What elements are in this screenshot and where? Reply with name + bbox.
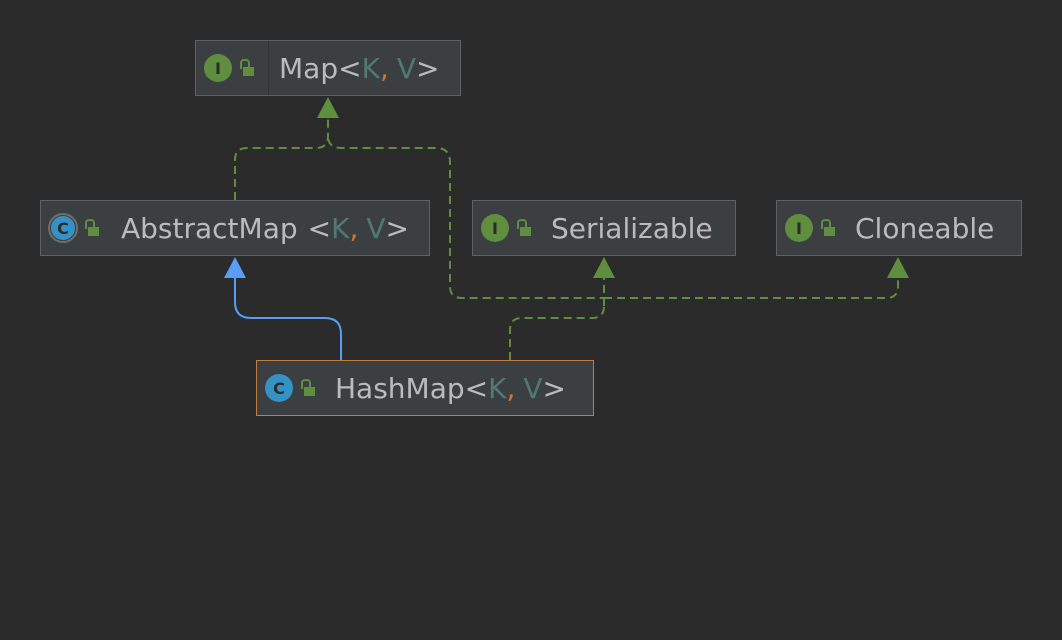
arrowhead-abstractmap (224, 257, 246, 278)
type-param-v: V (396, 51, 416, 85)
type-close-bracket: > (385, 211, 410, 245)
node-name: Map (279, 51, 339, 85)
public-lock-icon (301, 379, 315, 397)
public-lock-icon (85, 219, 99, 237)
edge-abstractmap-map (234, 118, 329, 200)
node-cloneable[interactable]: I Cloneable (776, 200, 1022, 256)
abstract-class-icon: C (48, 213, 78, 243)
arrowhead-serializable (593, 257, 615, 278)
public-lock-icon (240, 59, 254, 77)
type-param-comma: , (349, 211, 359, 245)
type-param-v: V (366, 211, 386, 245)
edge-hashmap-cloneable (604, 278, 899, 299)
type-open-bracket: < (338, 51, 362, 85)
type-open-bracket: < (464, 371, 489, 405)
class-icon: C (265, 374, 293, 402)
edge-hashmap-abstractmap (234, 278, 342, 360)
node-name: Serializable (551, 211, 713, 245)
node-name: HashMap (335, 371, 465, 405)
type-param-k: K (488, 371, 507, 405)
node-hashmap[interactable]: C HashMap < K , V > (256, 360, 594, 416)
node-map[interactable]: I Map < K , V > (195, 40, 461, 96)
node-name: Cloneable (855, 211, 995, 245)
edge-hashmap-map (327, 135, 605, 360)
type-param-comma: , (379, 51, 389, 85)
node-serializable[interactable]: I Serializable (472, 200, 736, 256)
type-param-k: K (361, 51, 380, 85)
node-abstractmap[interactable]: C AbstractMap < K , V > (40, 200, 430, 256)
type-param-v: V (523, 371, 543, 405)
public-lock-icon (517, 219, 531, 237)
arrowhead-map (317, 97, 339, 118)
interface-icon: I (204, 54, 232, 82)
node-name: AbstractMap (121, 211, 298, 245)
arrowhead-cloneable (887, 257, 909, 278)
type-close-bracket: > (542, 371, 567, 405)
type-open-bracket: < (307, 211, 332, 245)
public-lock-icon (821, 219, 835, 237)
interface-icon: I (785, 214, 813, 242)
node-divider (268, 41, 269, 95)
type-param-comma: , (506, 371, 516, 405)
type-close-bracket: > (416, 51, 440, 85)
type-param-k: K (331, 211, 350, 245)
interface-icon: I (481, 214, 509, 242)
